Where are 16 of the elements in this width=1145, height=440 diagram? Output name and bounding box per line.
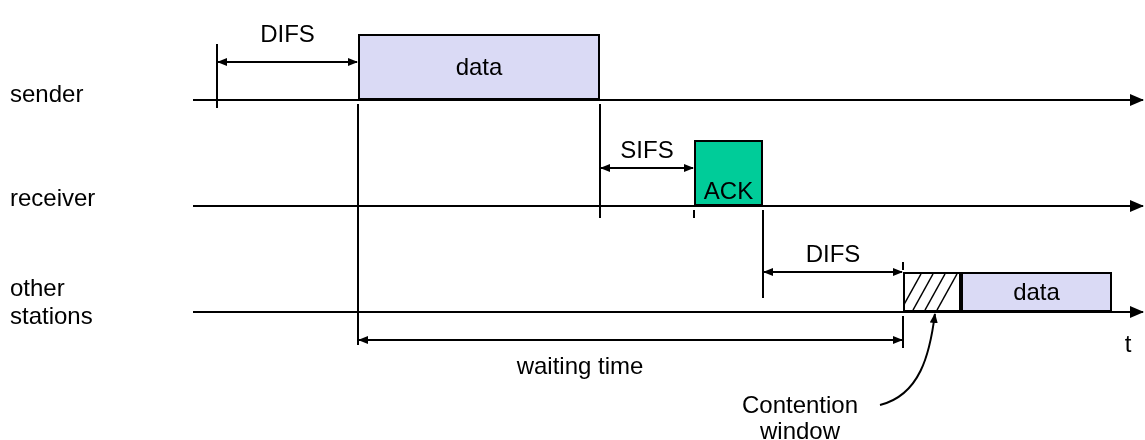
interval-label: waiting time (515, 352, 645, 380)
interval-label: DIFS (259, 20, 316, 48)
data-frame (961, 272, 1112, 312)
interval-label: SIFS (619, 136, 675, 164)
station-label: other stations (10, 274, 94, 330)
leader-line (879, 313, 938, 406)
station-label: sender (10, 80, 85, 108)
frame-label: data (1013, 279, 1060, 305)
axis-label: t (1123, 330, 1133, 358)
station-label: receiver (10, 184, 97, 212)
data-frame (358, 34, 600, 100)
interval-label: DIFS (804, 240, 862, 268)
annotation-label: Contention window (740, 392, 860, 440)
frame-label: data (455, 54, 503, 80)
frame-label: ACK (703, 178, 754, 204)
ack-frame (694, 140, 763, 206)
